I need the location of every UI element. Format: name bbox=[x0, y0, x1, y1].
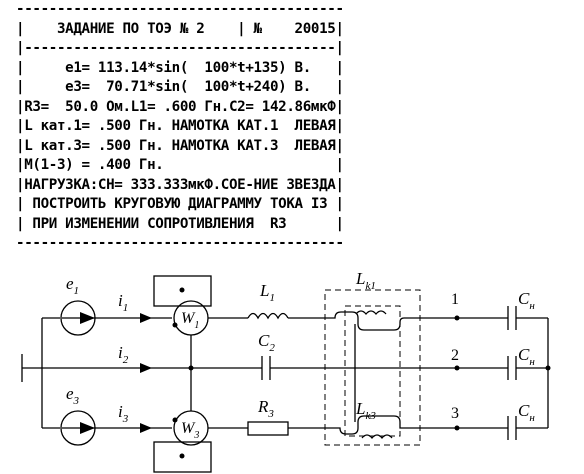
coil-lk1 bbox=[330, 311, 508, 331]
task-line: ---------------------------------------- bbox=[16, 1, 344, 17]
coil-lk3 bbox=[330, 415, 508, 435]
label-node-3: 3 bbox=[451, 405, 459, 422]
label-i3: i3 bbox=[118, 402, 129, 425]
label-node-1: 1 bbox=[451, 291, 459, 308]
label-r3: R3 bbox=[257, 397, 274, 420]
label-lk3: Lk3 bbox=[355, 399, 376, 422]
task-line: | ЗАДАНИЕ ПО ТОЭ № 2 | № 20015| bbox=[16, 20, 344, 37]
task-line: |--------------------------------------| bbox=[16, 40, 344, 56]
task-line: | e3= 70.71*sin( 100*t+240) В. | bbox=[16, 79, 344, 95]
label-cn2: Cн bbox=[518, 345, 535, 368]
coil-lk3-turns bbox=[361, 434, 393, 440]
i2-arrow bbox=[140, 363, 152, 373]
w3-coil-box bbox=[153, 441, 212, 473]
label-e1: e1 bbox=[66, 274, 79, 297]
label-w1: W1 bbox=[181, 310, 199, 331]
label-cn1: Cн bbox=[518, 289, 535, 312]
i3-arrow bbox=[140, 423, 152, 433]
label-i1: i1 bbox=[118, 291, 128, 314]
task-line: |L кат.1= .500 Гн. НАМОТКА КАТ.1 ЛЕВАЯ| bbox=[16, 118, 344, 134]
task-line: |M(1-3) = .400 Гн. | bbox=[16, 157, 344, 173]
label-w3: W3 bbox=[181, 420, 199, 441]
task-line: |НАГРУЗКА:CН= 333.333мкФ.СОЕ-НИЕ ЗВЕЗДА| bbox=[16, 176, 344, 193]
label-l1: L1 bbox=[259, 281, 275, 304]
task-line: |R3= 50.0 Ом.L1= .600 Гн.C2= 142.86мкФ| bbox=[16, 98, 344, 115]
task-line: |L кат.3= .500 Гн. НАМОТКА КАТ.3 ЛЕВАЯ| bbox=[16, 137, 344, 154]
task-line: | e1= 113.14*sin( 100*t+135) В. | bbox=[16, 59, 344, 76]
w3-marker-dot bbox=[179, 453, 185, 459]
coupled-coils-inner bbox=[344, 305, 401, 437]
circuit-diagram: e1 e3 i1 i2 i3 W1 W3 L1 C2 R3 Lk1 Lk3 1 … bbox=[21, 269, 551, 473]
label-lk1: Lk1 bbox=[355, 269, 376, 292]
w1-coil-box bbox=[153, 275, 212, 307]
label-e3: e3 bbox=[66, 384, 80, 407]
task-text-block: ----------------------------------------… bbox=[16, 0, 344, 254]
w1-marker-dot bbox=[179, 287, 185, 293]
task-line: | ПОСТРОИТЬ КРУГОВУЮ ДИАГРАММУ ТОКА I3 | bbox=[16, 196, 344, 212]
task-line: | ПРИ ИЗМЕНЕНИИ СОПРОТИВЛЕНИЯ R3 | bbox=[16, 215, 344, 232]
coil-lk1-turns bbox=[355, 310, 387, 316]
inductor-l1 bbox=[247, 312, 289, 320]
node-3-dot bbox=[454, 425, 460, 431]
i1-arrow bbox=[140, 313, 152, 323]
node-1-dot bbox=[454, 315, 460, 321]
label-c2: C2 bbox=[258, 331, 275, 354]
task-line: ---------------------------------------- bbox=[16, 235, 344, 251]
label-cn3: Cн bbox=[518, 401, 535, 424]
node-dot bbox=[188, 365, 194, 371]
label-node-2: 2 bbox=[451, 347, 459, 364]
neutral-dot bbox=[545, 365, 551, 371]
node-2-dot bbox=[454, 365, 460, 371]
resistor-r3 bbox=[247, 421, 289, 436]
coupled-coils-box bbox=[324, 289, 421, 446]
label-i2: i2 bbox=[118, 343, 129, 366]
